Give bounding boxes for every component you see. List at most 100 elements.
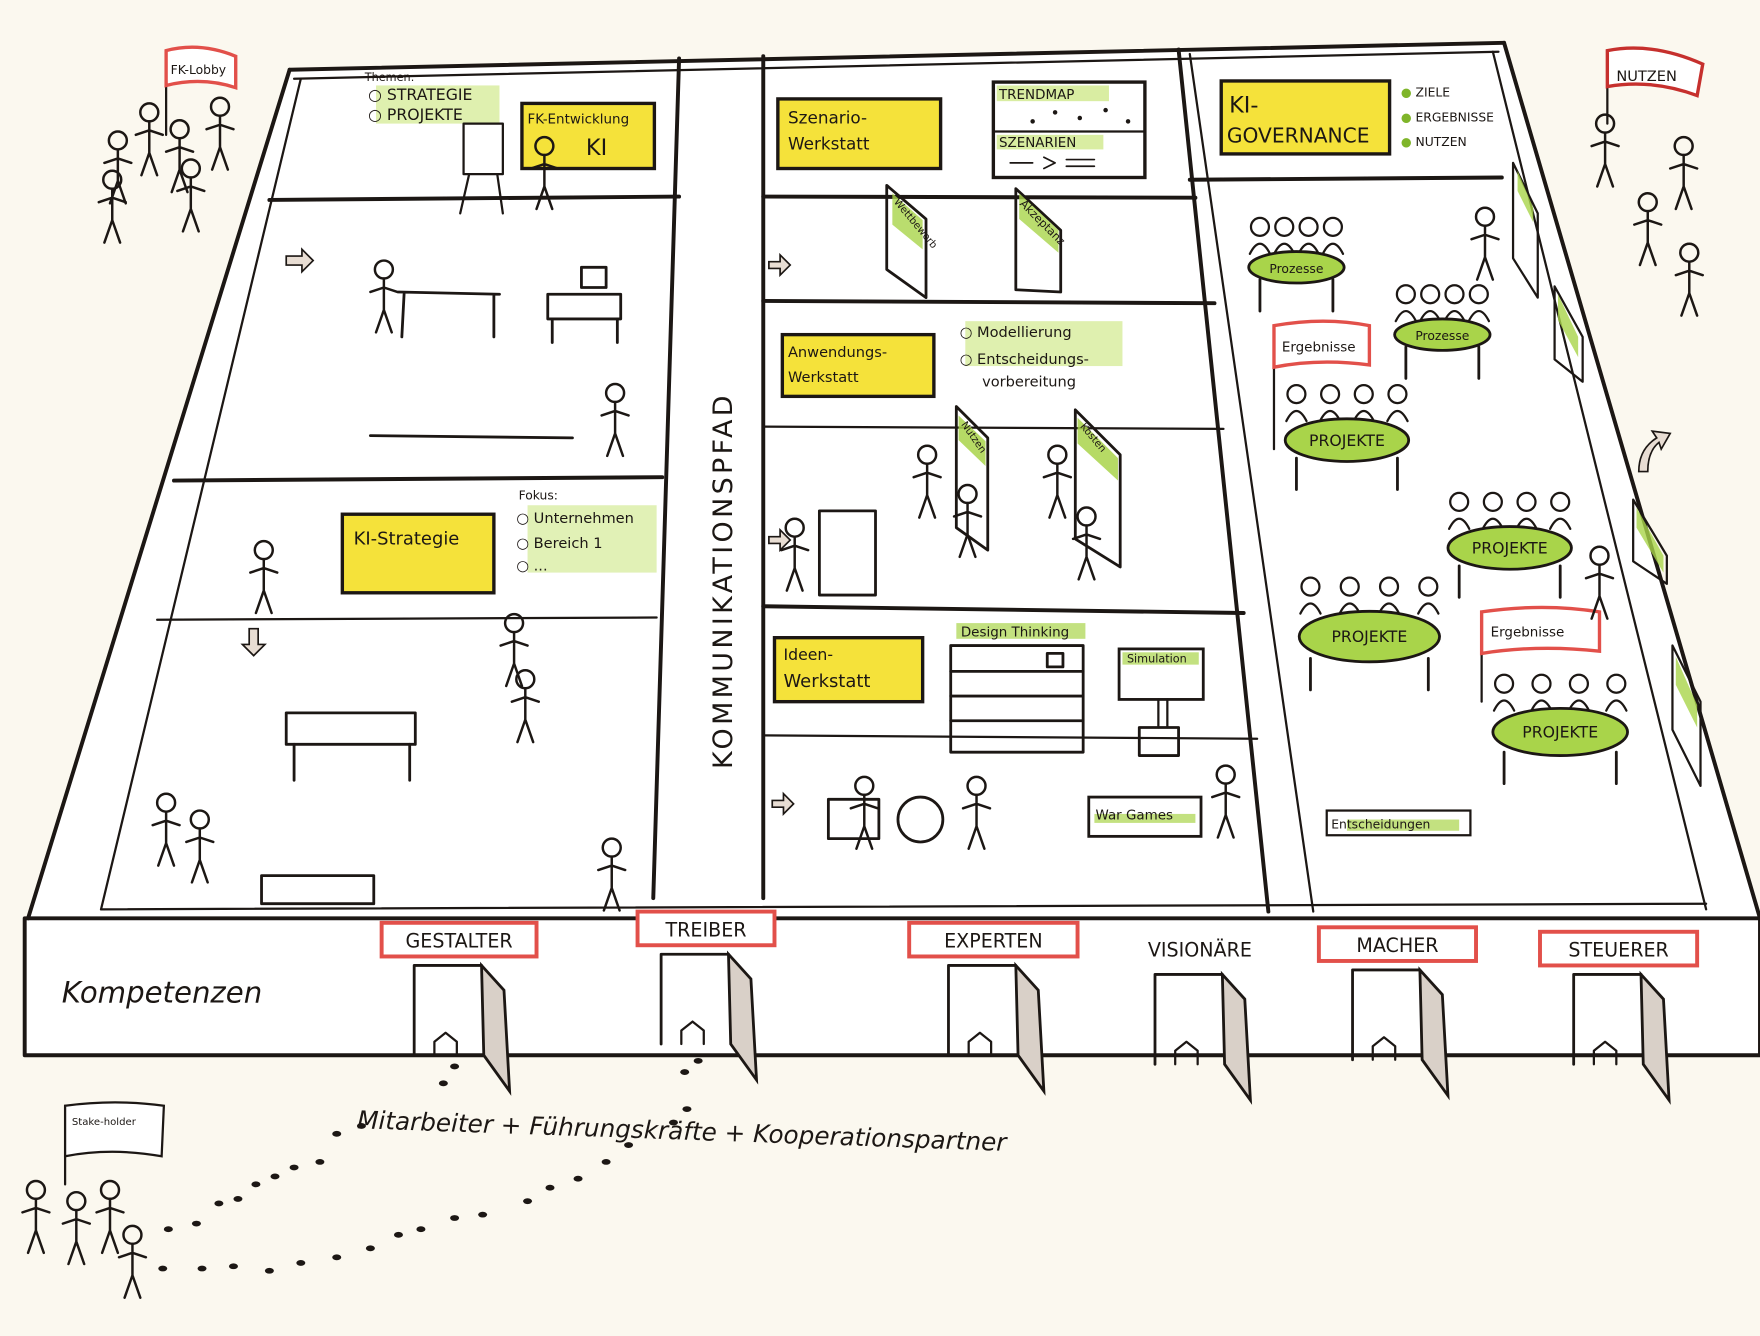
governance-item: ● ERGEBNISSE	[1401, 110, 1494, 124]
person-head-icon	[1298, 216, 1319, 237]
fk-box-ki: KI	[586, 135, 607, 161]
stick-figure-icon	[1470, 206, 1500, 281]
footprint-icon	[251, 1181, 261, 1188]
role-door: GESTALTER	[379, 920, 539, 1096]
person-head-icon	[1320, 384, 1341, 405]
anwendung-item: vorbereitung	[982, 373, 1076, 390]
footprint-icon	[545, 1184, 555, 1191]
person-head-icon	[1516, 491, 1537, 512]
open-door-icon	[1014, 961, 1046, 1096]
furniture	[260, 265, 623, 906]
footprint-icon	[289, 1164, 299, 1171]
house-icon	[1174, 1040, 1199, 1066]
stick-figure-icon	[1674, 242, 1704, 317]
left-wing: Themen: ○ STRATEGIE ○ PROJEKTE FK-Entwic…	[260, 71, 657, 906]
footprint-icon	[315, 1158, 325, 1165]
stick-figure-icon	[1211, 764, 1241, 839]
entscheidungen-label: Entscheidungen	[1331, 818, 1430, 832]
footprint-icon	[693, 1057, 703, 1064]
stick-figure-icon	[205, 96, 235, 171]
person-head-icon	[1550, 491, 1571, 512]
project-table: PROJEKTE	[1491, 673, 1629, 786]
role-door: VISIONÄRE	[1148, 938, 1253, 1105]
footprint-icon	[332, 1254, 342, 1261]
footprint-icon	[601, 1158, 611, 1165]
project-table: Prozesse	[1393, 284, 1492, 380]
stick-figure-icon	[529, 135, 560, 211]
stick-figure-icon	[151, 792, 181, 867]
stick-figure-icon	[164, 119, 195, 194]
stick-figure-icon	[912, 444, 942, 519]
box-label: Werkstatt	[788, 133, 870, 153]
footprint-icon	[668, 1119, 678, 1126]
fokus-item: ○ Unternehmen	[516, 510, 634, 527]
open-door-icon	[1220, 970, 1253, 1105]
footprint-icon	[228, 1263, 238, 1270]
stick-figure-icon	[1633, 191, 1663, 267]
person-head-icon	[1249, 216, 1271, 237]
fokus-item: ○ ...	[516, 557, 547, 574]
stick-figures	[21, 96, 1704, 1299]
house-icon	[433, 1031, 458, 1057]
stick-figure-icon	[597, 837, 627, 912]
project-table-label: PROJEKTE	[1522, 723, 1598, 742]
stick-figure-icon	[117, 1224, 148, 1299]
box-label: Szenario-	[788, 108, 867, 128]
project-table-label: Prozesse	[1269, 262, 1323, 276]
footprint-icon	[233, 1196, 243, 1202]
footprint-icon	[264, 1267, 274, 1274]
role-label: EXPERTEN	[944, 930, 1043, 952]
person-head-icon	[1468, 284, 1489, 305]
footprint-icon	[523, 1198, 533, 1205]
ki-governance-box	[1219, 79, 1392, 156]
flag-label: FK-Lobby	[171, 63, 226, 77]
flag-label: Ergebnisse	[1282, 340, 1356, 355]
whiteboard: Nutzen Kosten	[817, 405, 1122, 597]
stick-figure-icon	[369, 259, 399, 334]
person-head-icon	[1322, 216, 1344, 237]
person-head-icon	[1568, 673, 1590, 694]
themen-item: ○ STRATEGIE	[368, 85, 472, 104]
footprint-icon	[478, 1211, 488, 1218]
stick-figure-icon	[952, 483, 983, 559]
person-head-icon	[1531, 673, 1552, 694]
kommunikationspfad-label: KOMMUNIKATIONSPFAD	[708, 392, 739, 769]
footprint-icon	[191, 1220, 201, 1227]
flags: FK-Lobby NUTZEN Ergebnisse Ergebnisse St…	[63, 45, 1705, 1186]
box-label: GOVERNANCE	[1227, 124, 1370, 148]
project-table-label: PROJEKTE	[1309, 431, 1385, 450]
anwendung-item: ○ Entscheidungs-	[960, 351, 1089, 368]
stick-figure-icon	[185, 809, 215, 884]
play-area	[826, 795, 945, 844]
footprint-icon	[270, 1173, 280, 1180]
ideen-werkstatt-box	[772, 636, 925, 704]
project-table: PROJEKTE	[1283, 384, 1411, 491]
stakeholder-flag: Stake-holder	[63, 1101, 166, 1186]
project-table: Prozesse	[1247, 216, 1346, 313]
stick-figure-icon	[176, 158, 206, 233]
house-icon	[1592, 1040, 1618, 1066]
footprint-icon	[624, 1142, 634, 1148]
fk-flag: FK-Lobby	[164, 45, 238, 136]
governance-item: ● NUTZEN	[1401, 135, 1467, 149]
shelf	[949, 644, 1085, 754]
footprint-icon	[438, 1080, 448, 1087]
person-head-icon	[1286, 384, 1307, 405]
stick-figure-icon	[61, 1190, 92, 1266]
role-door: MACHER	[1316, 925, 1478, 1101]
person-head-icon	[1353, 384, 1374, 405]
flag-label: Ergebnisse	[1491, 626, 1565, 641]
design-thinking-label: Design Thinking	[961, 626, 1069, 641]
ki-strategie-label: KI-Strategie	[354, 529, 460, 550]
footprint-icon	[450, 1215, 460, 1221]
house-icon	[1371, 1036, 1397, 1061]
stick-figure-icon	[249, 539, 279, 615]
footprint-icon	[296, 1259, 306, 1266]
themen-item: ○ PROJEKTE	[368, 105, 463, 124]
footprint-icon	[573, 1175, 583, 1182]
entrance-arrows	[240, 247, 1672, 816]
role-label: VISIONÄRE	[1148, 938, 1252, 961]
footprint-icon	[682, 1106, 692, 1113]
